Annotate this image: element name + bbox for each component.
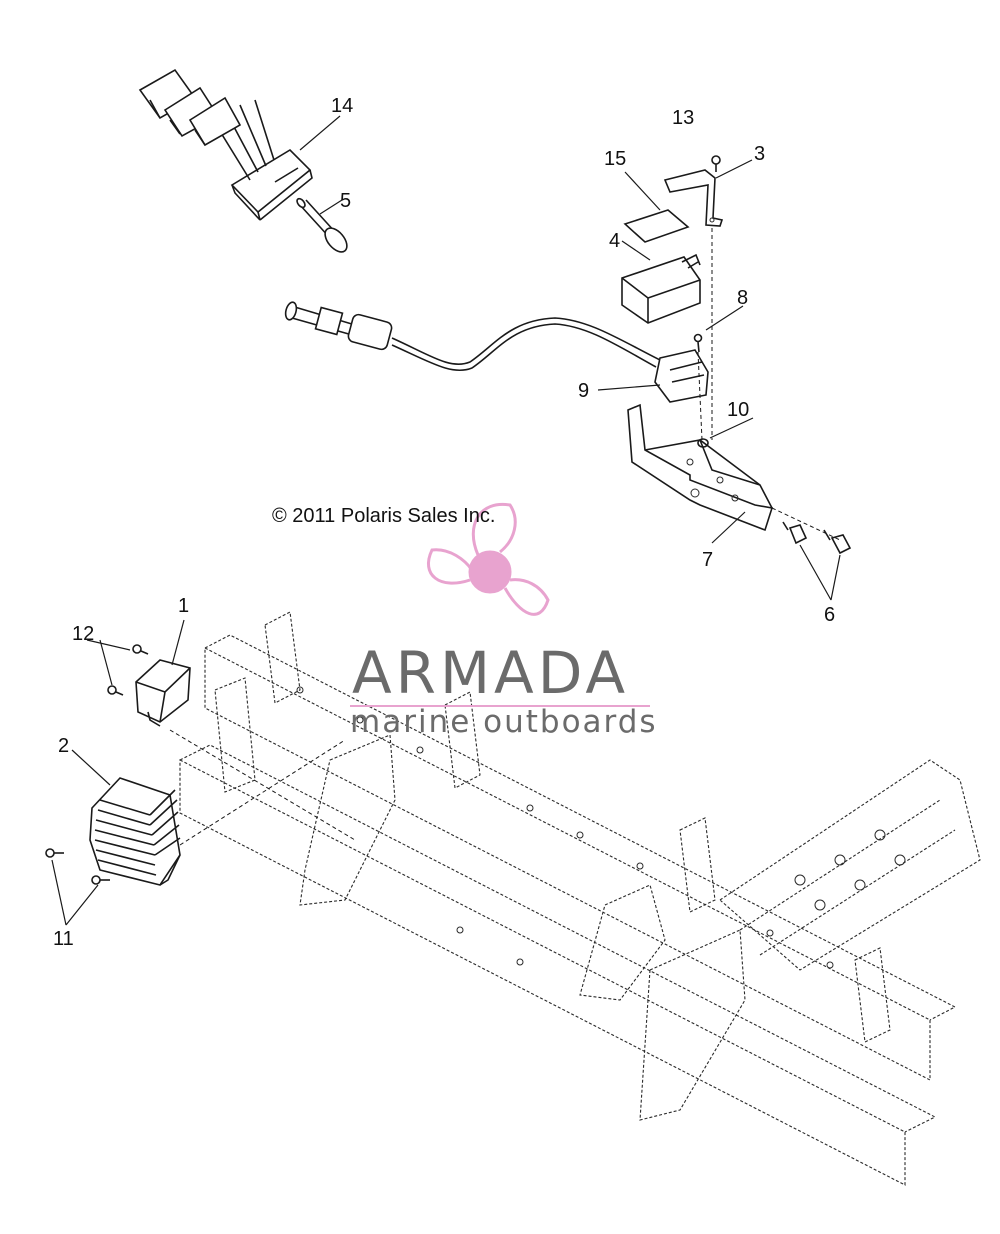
propeller-logo-icon [426, 502, 550, 616]
part-4-control-module [621, 253, 701, 324]
leader-lines [51, 115, 841, 926]
watermark-brand: ARMADA [352, 639, 629, 707]
part-6-bolts [782, 521, 852, 555]
callout-12: 12 [72, 623, 94, 645]
callout-4: 4 [609, 230, 620, 252]
part-15-adhesive-pad [623, 209, 690, 243]
callout-13: 13 [672, 107, 694, 129]
callout-11: 11 [53, 928, 74, 950]
part-1-module [135, 659, 191, 727]
part-5-pin [296, 197, 348, 253]
copyright-notice: © 2011 Polaris Sales Inc. [272, 505, 495, 527]
callout-labels: 14 5 13 3 15 4 8 9 10 7 6 1 12 2 11 [53, 95, 835, 950]
callout-14: 14 [331, 95, 353, 117]
part-13-screw [711, 155, 721, 172]
callout-15: 15 [604, 148, 626, 170]
vehicle-frame [179, 611, 981, 1186]
watermark-tagline: marine outboards [350, 704, 658, 740]
callout-5: 5 [340, 190, 351, 212]
callout-6: 6 [824, 604, 835, 626]
callout-10: 10 [727, 399, 749, 421]
armada-logo: ARMADA marine outboards [350, 502, 658, 740]
part-8-screw [693, 333, 703, 353]
callout-7: 7 [702, 549, 713, 571]
part-9-sensor-cable [284, 301, 709, 403]
callout-8: 8 [737, 287, 748, 309]
part-2-regulator [89, 777, 181, 886]
callout-3: 3 [754, 143, 765, 165]
part-11-screws [45, 848, 110, 885]
part-3-bracket [663, 169, 724, 227]
part-7-mounting-bracket [627, 403, 774, 532]
callout-9: 9 [578, 380, 589, 402]
callout-1: 1 [178, 595, 189, 617]
part-14-harness-module [138, 68, 313, 221]
part-12-screws [107, 644, 149, 696]
callout-2: 2 [58, 735, 69, 757]
